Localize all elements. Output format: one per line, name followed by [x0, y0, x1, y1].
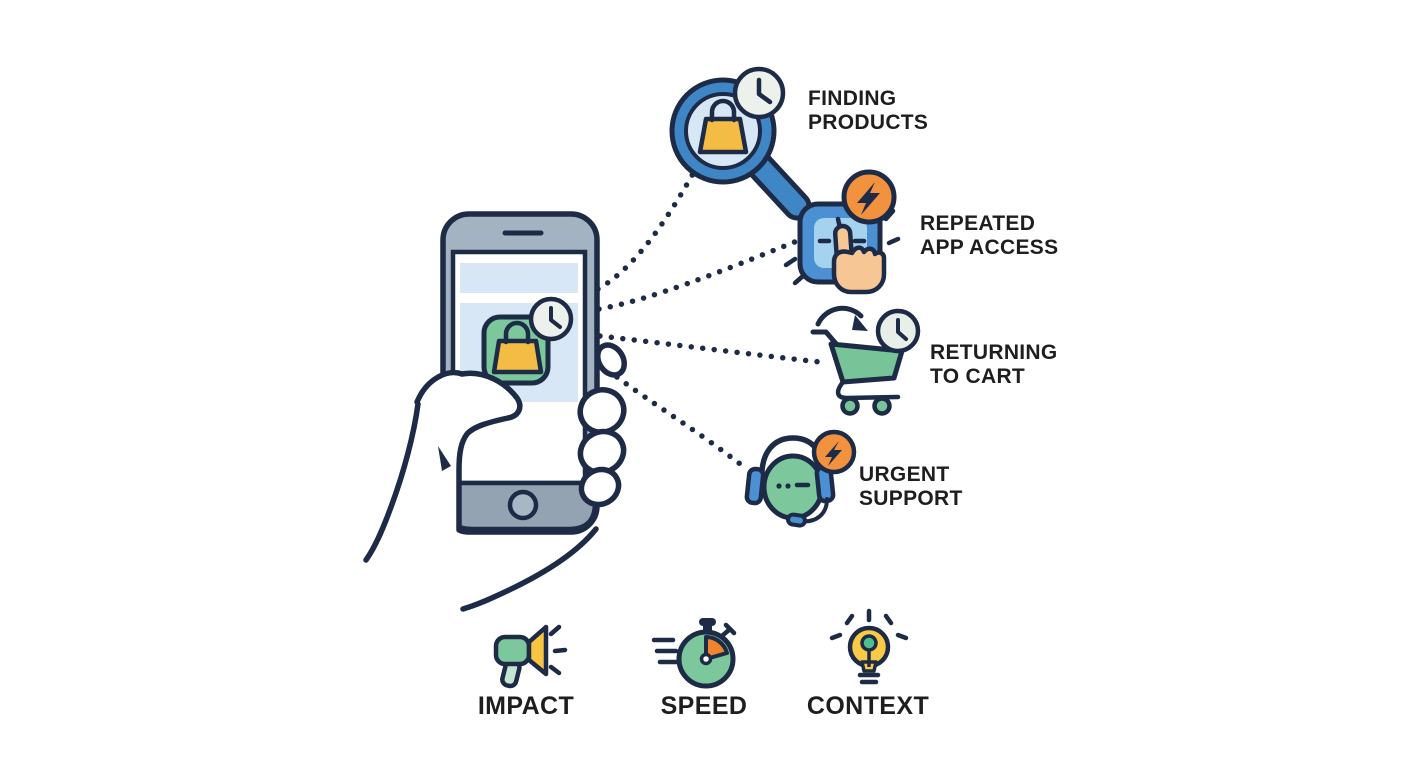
- sound-lines: [548, 624, 568, 676]
- callout-line-1: RETURNING: [930, 341, 1058, 364]
- mic-capsule: [786, 512, 807, 528]
- shopping-bag-icon: [697, 116, 749, 155]
- callout-returning-to-cart: RETURNING TO CART: [930, 341, 1058, 389]
- clock-badge: [732, 66, 786, 120]
- callout-finding-products: FINDING PRODUCTS: [808, 87, 928, 135]
- speed-lines: [651, 637, 681, 665]
- lightning-badge: [811, 429, 857, 475]
- clock-badge: [875, 308, 921, 354]
- tap-burst-lines: [783, 208, 901, 286]
- lightning-badge: [841, 169, 897, 225]
- dotted-connectors: [595, 169, 823, 470]
- callout-line-1: URGENT: [859, 463, 950, 486]
- footer-label-impact: IMPACT: [477, 692, 575, 720]
- cart-clock-icon: [810, 305, 921, 416]
- dotted-connector-finding-products: [595, 169, 697, 292]
- stopwatch-icon: [651, 618, 737, 689]
- callout-repeated-app-access: REPEATED APP ACCESS: [920, 212, 1058, 260]
- home-button: [507, 489, 539, 521]
- shopping-app-icon: [481, 314, 551, 386]
- dotted-connector-urgent-support: [614, 374, 747, 470]
- magnifier-clock-icon: [669, 66, 812, 221]
- callout-line-2: TO CART: [930, 365, 1026, 388]
- wrist-edge: [460, 526, 599, 612]
- megaphone-icon: [493, 624, 568, 689]
- thumb-outline: [414, 370, 523, 533]
- callout-line-2: APP ACCESS: [920, 236, 1059, 259]
- lightbulb-icon: [829, 608, 909, 685]
- return-arrow-icon: [815, 305, 864, 327]
- callout-line-1: FINDING: [808, 87, 897, 110]
- arm-left-edge: [363, 401, 421, 563]
- callout-line-2: SUPPORT: [859, 487, 963, 510]
- footer-label-context: CONTEXT: [806, 692, 930, 720]
- headset-lightning-icon: [744, 429, 857, 528]
- light-rays: [829, 608, 909, 641]
- app-tap-lightning-icon: [783, 169, 901, 295]
- footer-label-speed: SPEED: [660, 692, 748, 720]
- clock-badge-on-app: [528, 296, 574, 342]
- cart-basket: [828, 341, 905, 385]
- holding-hand-illustration: [363, 342, 627, 612]
- tapping-finger: [831, 223, 887, 295]
- callout-line-1: REPEATED: [920, 212, 1036, 235]
- dotted-connector-repeated-app-access: [596, 238, 800, 312]
- shopping-bag-icon: [491, 338, 544, 375]
- callout-urgent-support: URGENT SUPPORT: [859, 463, 963, 511]
- smartphone-illustration: [440, 211, 600, 535]
- fingers: [577, 342, 627, 508]
- dotted-connector-returning-to-cart: [597, 333, 823, 365]
- callout-line-2: PRODUCTS: [808, 111, 929, 134]
